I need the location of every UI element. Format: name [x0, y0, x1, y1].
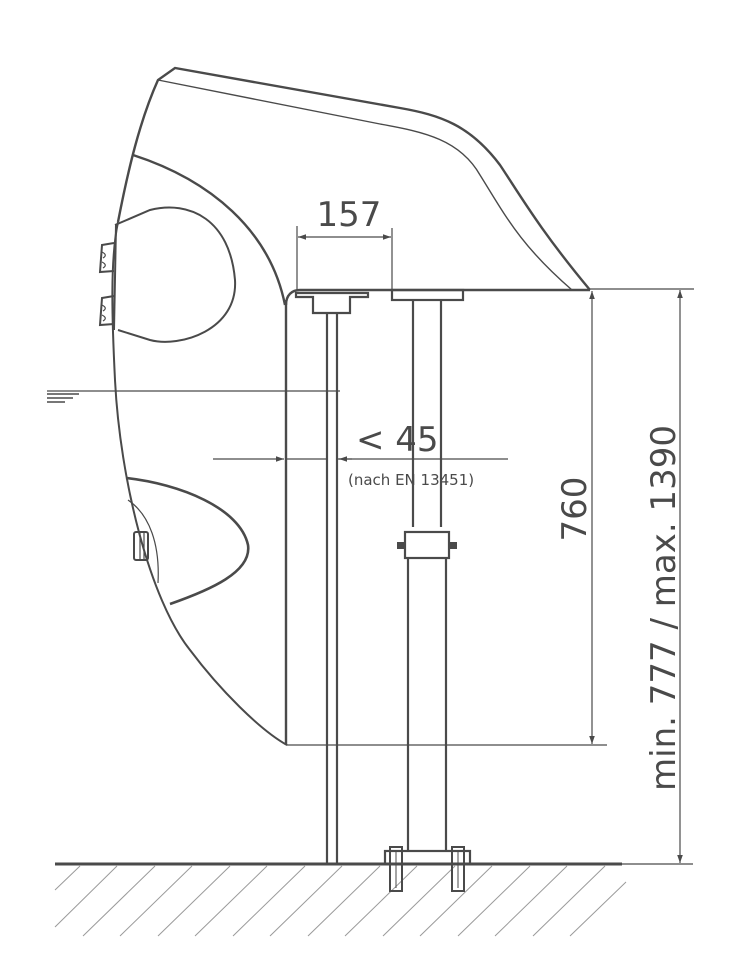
dimension-height-range: min. 777 / max. 1390 — [590, 288, 694, 863]
dim-gap-label: < 45 — [356, 420, 439, 460]
front-post — [294, 291, 370, 864]
dim-range-label: min. 777 / max. 1390 — [644, 425, 684, 791]
dim-157-label: 157 — [317, 195, 382, 235]
ground-hatching — [54, 865, 627, 937]
dimension-760: 760 — [286, 291, 607, 746]
seat-body — [98, 66, 591, 746]
dimension-gap: < 45 (nach EN 13451) — [213, 420, 508, 489]
dim-760-label: 760 — [555, 477, 595, 542]
rear-post — [383, 288, 472, 892]
water-level-icon — [47, 393, 79, 403]
dimension-157: 157 — [296, 195, 393, 300]
dim-gap-note: (nach EN 13451) — [348, 471, 474, 489]
